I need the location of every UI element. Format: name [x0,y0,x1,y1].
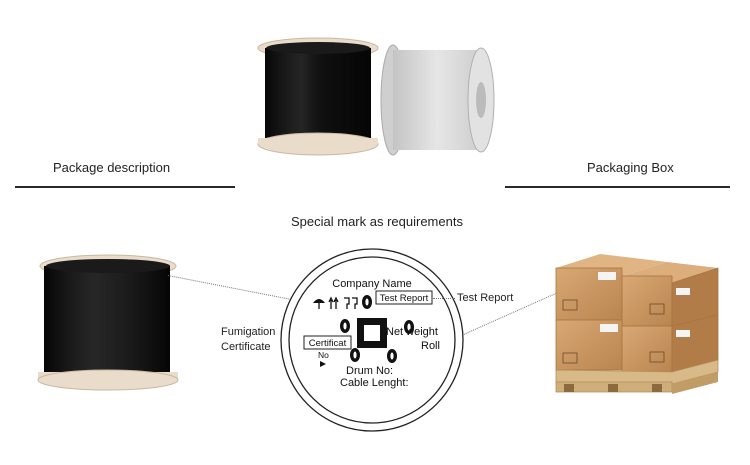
no-text: No [318,350,329,360]
company-name-text: Company Name [332,278,411,290]
fumigation-callout: Fumigation [221,326,276,338]
certificat-box [303,335,352,350]
roll-text: Roll [421,340,440,352]
packaging-box-heading: Packaging Box [587,160,674,175]
test-report-callout: Test Report [457,292,514,304]
cable-length-text: Cable Lenght: [340,377,409,389]
left-rule [15,186,235,188]
center-hub-icon [357,318,387,348]
special-mark-heading: Special mark as requirements [291,214,463,229]
test-report-leader [433,298,455,299]
right-rule [505,186,730,188]
drum-no-text: Drum No: [346,365,393,377]
certificate-callout: Certificate [221,341,271,353]
fragile-icon [344,297,358,309]
test-report-box [375,290,433,305]
oval-mark-icon [340,295,414,363]
certificat-box-text: Certificat [309,338,347,349]
test-report-box-text: Test Report [380,293,429,304]
arrows-up-icon [328,296,339,309]
package-description-heading: Package description [53,160,171,175]
direction-arrow-icon [320,361,326,367]
net-weight-text: Net weight [386,326,438,338]
umbrella-icon [313,299,325,309]
